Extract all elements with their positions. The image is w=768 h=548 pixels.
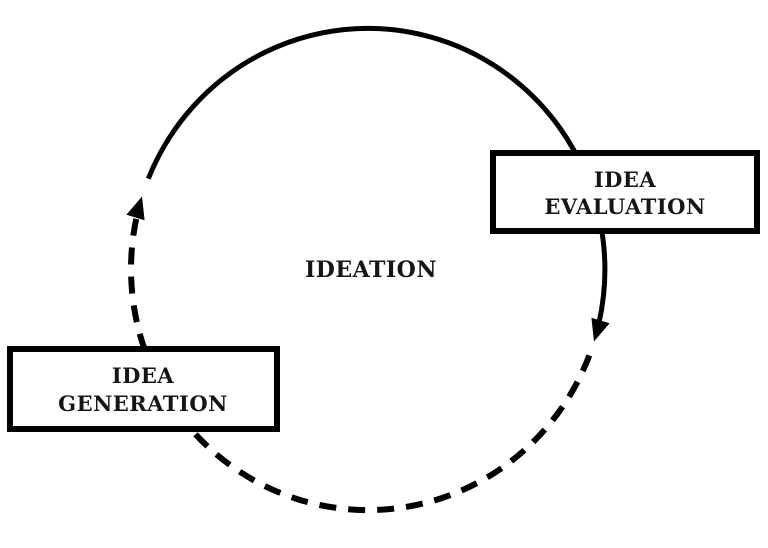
cycle-arc-dashed	[128, 212, 593, 514]
idea-generation-box	[7, 346, 280, 432]
node-idea-evaluation: IDEA EVALUATION	[490, 150, 760, 234]
arrowhead-down-icon	[591, 317, 610, 342]
idea-evaluation-label-line1: IDEA	[594, 167, 657, 192]
arrowhead-up-icon	[126, 196, 145, 221]
node-idea-generation: IDEA GENERATION	[7, 346, 280, 432]
center-label-ideation: IDEATION	[305, 257, 437, 283]
idea-evaluation-box	[490, 150, 760, 234]
idea-generation-label-line1: IDEA	[112, 363, 175, 388]
idea-evaluation-label-line2: EVALUATION	[544, 194, 705, 219]
idea-generation-label-line2: GENERATION	[58, 391, 228, 416]
